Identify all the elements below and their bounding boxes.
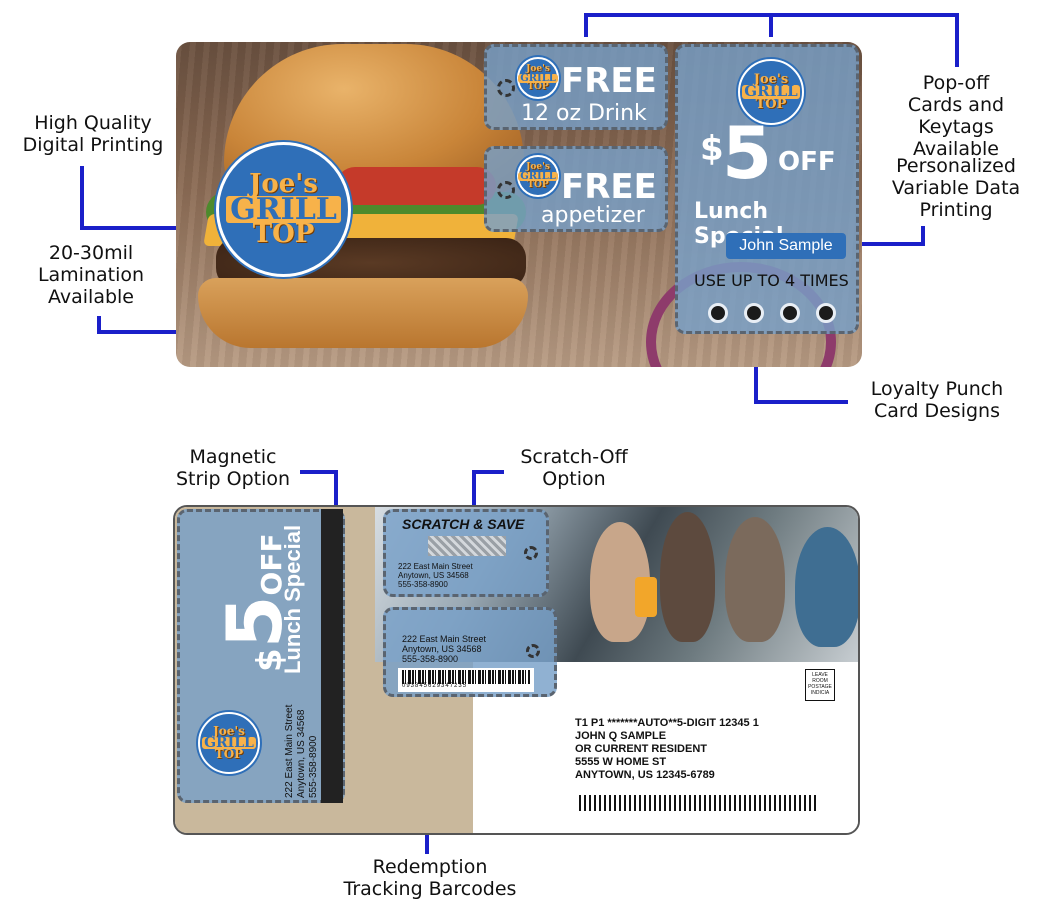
burger-tomato [336, 167, 496, 205]
mail-line-1: T1 P1 *******AUTO**5-DIGIT 12345 1 [575, 717, 759, 729]
callout-redemption-barcodes: Redemption Tracking Barcodes [343, 856, 517, 900]
person-3 [725, 517, 785, 642]
free-sub-label: appetizer [541, 203, 645, 228]
callout-popoff-cards: Pop-off Cards and Keytags Available [907, 72, 1005, 160]
callout-loyalty-punch: Loyalty Punch Card Designs [870, 378, 1004, 422]
redemption-barcode-box: 093845629347235 [398, 668, 534, 692]
customer-name: John Sample [739, 237, 833, 254]
logo-bottom: Joe's GRILL TOP [198, 712, 260, 774]
callout-lamination: 20-30mil Lamination Available [37, 242, 145, 308]
callout-magnetic-strip: Magnetic Strip Option [175, 446, 291, 490]
leader-magnetic-v [334, 470, 338, 518]
mail-line-2: JOHN Q SAMPLE [575, 730, 667, 742]
perforation-mark [524, 546, 538, 560]
punch-hole-3 [780, 303, 800, 323]
free-label: FREE [561, 167, 657, 207]
leader-magnetic-h [300, 470, 338, 474]
mail-line-5: ANYTOWN, US 12345-6789 [575, 769, 715, 781]
leader-popoff-right [955, 13, 959, 67]
punch-hole-4 [816, 303, 836, 323]
leader-personalized-h [845, 242, 925, 246]
perforation-mark [497, 79, 515, 97]
off-label: OFF [778, 147, 836, 177]
scratch-off-area[interactable] [428, 536, 506, 556]
coupon-five-off-loyalty: Joe's GRILL TOP $ 5 OFF Lunch Special Jo… [675, 44, 859, 334]
perforation-mark [526, 644, 540, 658]
coupon-vertical-five-off: $5OFF Lunch Special Joe's GRILL TOP 222 … [177, 509, 345, 803]
free-label: FREE [561, 61, 657, 101]
barcode-number: 093845629347235 [402, 683, 468, 689]
person-2 [660, 512, 715, 642]
leader-scratch-h [472, 470, 504, 474]
orange-drink [635, 577, 657, 617]
punch-hole-1 [708, 303, 728, 323]
redemption-barcode [402, 670, 530, 684]
magnetic-strip [321, 509, 343, 803]
callout-scratch-off: Scratch-Off Option [520, 446, 628, 490]
leader-personalized-v [921, 226, 925, 246]
punch-hole-2 [744, 303, 764, 323]
vertical-address: 222 East Main Street Anytown, US 34568 5… [284, 704, 319, 798]
person-4 [795, 527, 858, 647]
leader-lamination-h [97, 330, 215, 334]
barcode-coupon-address: 222 East Main Street Anytown, US 34568 5… [402, 634, 487, 664]
postage-indicia-box: LEAVE ROOM POSTAGE INDICIA [805, 669, 835, 701]
logo-small: Joe's GRILL TOP [517, 57, 559, 99]
free-sub-label: 12 oz Drink [521, 101, 647, 126]
leader-high-quality-h [80, 226, 216, 230]
bottom-card: $5OFF Lunch Special Joe's GRILL TOP 222 … [173, 505, 860, 835]
coupon-free-appetizer: Joe's GRILL TOP FREE appetizer [484, 146, 668, 232]
leader-loyalty-h [754, 400, 848, 404]
leader-popoff-mid [769, 13, 773, 37]
callout-high-quality-printing: High Quality Digital Printing [22, 112, 164, 156]
logo-medium: Joe's GRILL TOP [738, 59, 804, 125]
leader-lamination-v [97, 316, 101, 334]
vertical-lunch-special: Lunch Special [280, 524, 305, 674]
personalized-name-badge: John Sample [726, 233, 846, 259]
logo-small: Joe's GRILL TOP [517, 155, 559, 197]
mailing-address-block: T1 P1 *******AUTO**5-DIGIT 12345 1 JOHN … [575, 717, 759, 782]
top-card: Joe's GRILL TOP Joe's GRILL TOP FREE 12 … [176, 42, 862, 367]
discount-amount: 5 [722, 111, 773, 195]
perforation-mark [497, 181, 515, 199]
mail-line-3: OR CURRENT RESIDENT [575, 743, 708, 755]
dollar-sign: $ [700, 129, 724, 169]
intelligent-mail-barcode [579, 795, 819, 811]
coupon-scratch-save: SCRATCH & SAVE 222 East Main Street Anyt… [383, 509, 549, 597]
scratch-address: 222 East Main Street Anytown, US 34568 5… [398, 562, 473, 589]
leader-high-quality-v [80, 166, 84, 230]
leader-popoff-left [584, 13, 588, 37]
coupon-free-drink: Joe's GRILL TOP FREE 12 oz Drink [484, 44, 668, 130]
joes-grill-top-logo: Joe's GRILL TOP [216, 142, 351, 277]
coupon-redemption-barcode: 222 East Main Street Anytown, US 34568 5… [383, 607, 557, 697]
punch-instructions: USE UP TO 4 TIMES [694, 271, 849, 290]
scratch-save-title: SCRATCH & SAVE [402, 516, 525, 532]
callout-personalized-printing: Personalized Variable Data Printing [891, 155, 1021, 221]
burger-bottom-bun [198, 278, 528, 348]
mail-line-4: 5555 W HOME ST [575, 756, 667, 768]
